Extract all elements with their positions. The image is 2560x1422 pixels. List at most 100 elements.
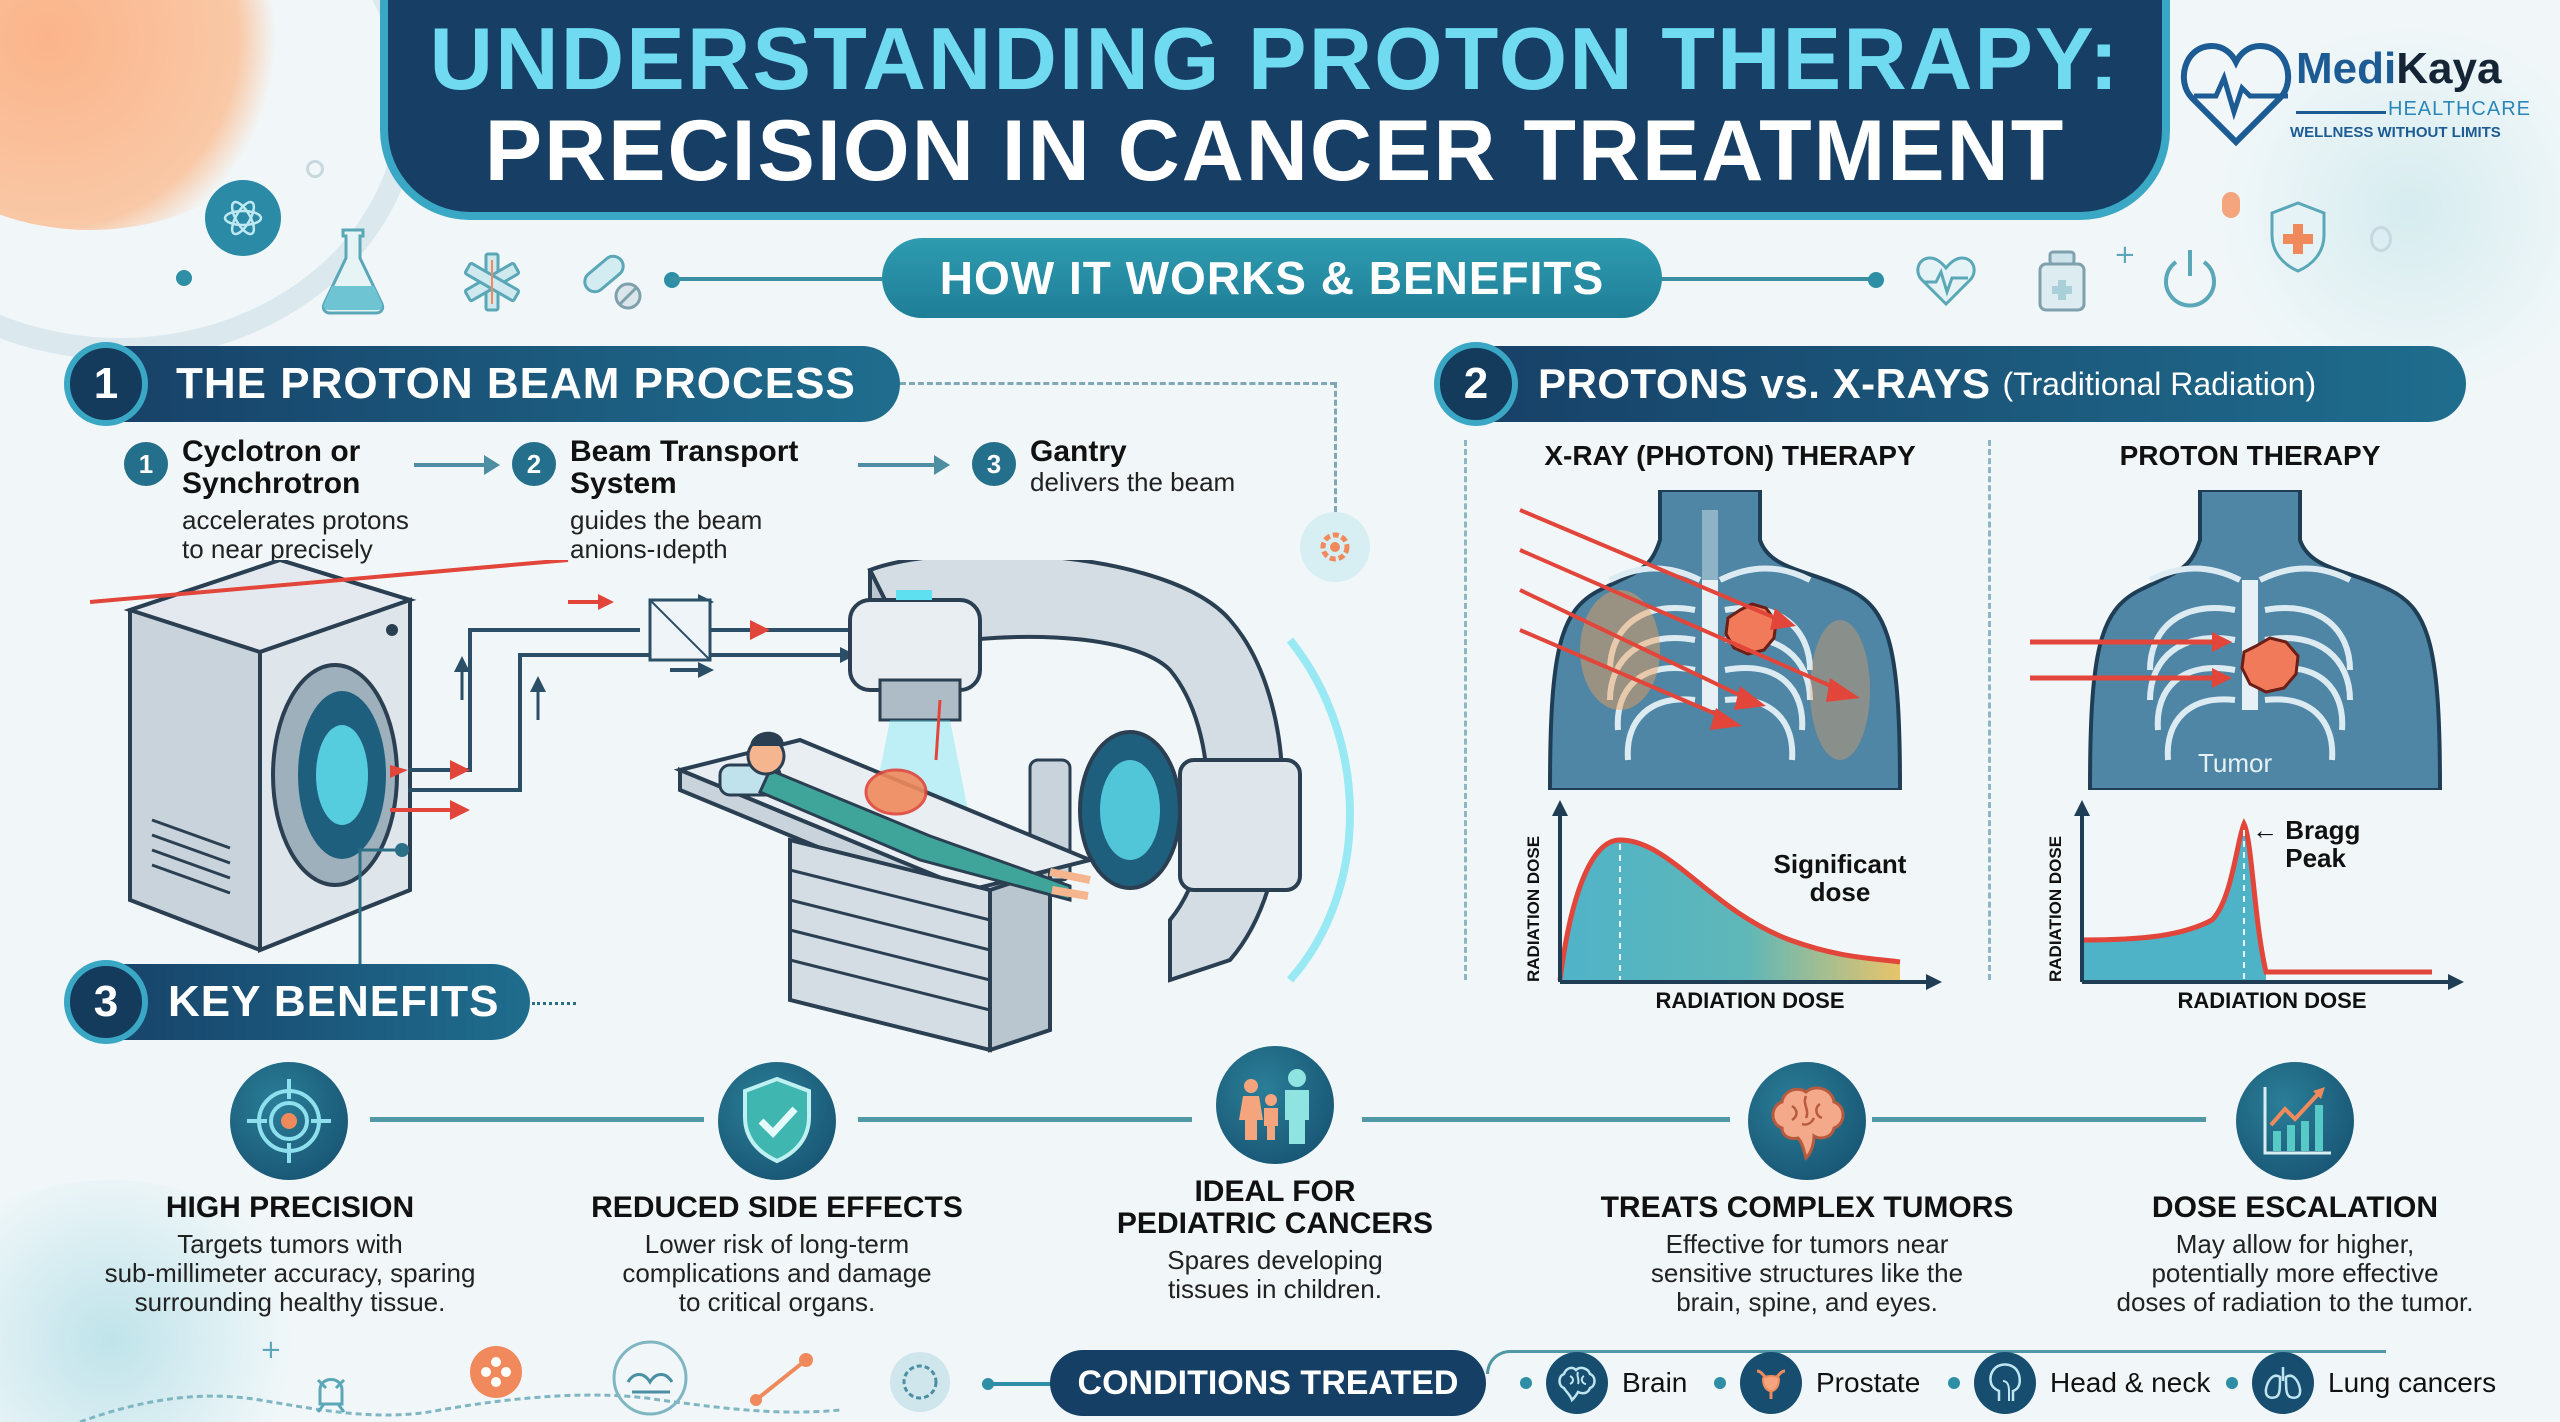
step1-title-2: Synchrotron	[182, 467, 361, 500]
benefit-dose-escalation: DOSE ESCALATION May allow for higher, po…	[2060, 1192, 2530, 1317]
logo-sub: HEALTHCARE	[2388, 98, 2531, 120]
patient-illustration	[746, 699, 1091, 902]
logo-name: MediKaya	[2296, 44, 2501, 94]
proton-torso-illustration	[2030, 490, 2443, 790]
compare-divider-mid	[1988, 440, 1991, 980]
bullet-dot	[1948, 1377, 1960, 1389]
decorative-network: +	[79, 1335, 1056, 1422]
step2: Beam Transport System guides the beam an…	[570, 436, 850, 564]
step3: Gantry delivers the beam	[1030, 436, 1310, 497]
benefit-desc-line: sensitive structures like the	[1650, 1258, 1964, 1288]
proton-chart-ylabel: RADIATION DOSE	[2046, 835, 2065, 982]
condition-head-neck: Head & neck	[1948, 1350, 2210, 1416]
condition-label: Lung cancers	[2328, 1367, 2497, 1398]
step1-desc-1: accelerates protons	[182, 505, 409, 535]
step1-title-1: Cyclotron or	[182, 435, 361, 468]
benefit-desc-line: potentially more effective	[2151, 1258, 2439, 1288]
bullet-dot	[1714, 1377, 1726, 1389]
proton-heading: PROTON THERAPY	[2119, 440, 2381, 471]
pills-icon	[578, 250, 648, 318]
subtitle-pill: HOW IT WORKS & BENEFITS	[882, 238, 1662, 318]
medical-star-icon	[460, 250, 524, 318]
shield-check-icon	[718, 1062, 836, 1180]
step-arrow-2	[858, 455, 950, 475]
power-icon	[2158, 246, 2222, 316]
benefit-title-1: IDEAL FOR	[1194, 1175, 1356, 1208]
benefit-connector	[370, 1117, 704, 1122]
benefit-title: DOSE ESCALATION	[2151, 1191, 2439, 1224]
step2-title-1: Beam Transport	[570, 435, 799, 468]
benefit-pediatric: IDEAL FOR PEDIATRIC CANCERS Spares devel…	[1060, 1176, 1490, 1304]
heart-pulse-icon	[1914, 252, 1978, 312]
brain-icon	[1546, 1352, 1608, 1414]
title-line-2: PRECISION IN CANCER TREATMENT	[484, 103, 2066, 199]
xray-dose-chart	[1552, 800, 1942, 990]
conditions-treated-pill: CONDITIONS TREATED	[1050, 1350, 1486, 1416]
condition-brain: Brain	[1520, 1350, 1687, 1416]
section1-number: 1	[64, 342, 148, 426]
benefit-desc-line: Lower risk of long-term	[644, 1229, 910, 1259]
benefit-desc-line: complications and damage	[622, 1258, 932, 1288]
benefit-connector	[1872, 1117, 2206, 1122]
brain-icon	[1748, 1062, 1866, 1180]
step2-desc-2: anions-ıdepth	[570, 534, 728, 564]
gear-icon	[1300, 512, 1370, 582]
benefit-desc-line: Effective for tumors near	[1665, 1229, 1949, 1259]
tumor-label: Tumor	[2198, 748, 2273, 778]
step3-number: 3	[972, 442, 1016, 486]
atom-icon	[205, 180, 281, 256]
svg-text:+: +	[260, 1335, 282, 1365]
step3-desc: delivers the beam	[1030, 467, 1236, 497]
decorative-orange-pill	[2222, 192, 2240, 218]
chart-growth-icon	[2236, 1062, 2354, 1180]
step1: Cyclotron or Synchrotron accelerates pro…	[182, 436, 442, 564]
decorative-right-blob	[2200, 30, 2560, 390]
step2-number: 2	[512, 442, 556, 486]
flask-icon	[318, 226, 388, 320]
family-icon	[1216, 1046, 1334, 1164]
benefit-desc-line: to critical organs.	[678, 1287, 876, 1317]
head-neck-icon	[1974, 1352, 2036, 1414]
benefit-desc-line: surrounding healthy tissue.	[134, 1287, 446, 1317]
medikaya-logo: MediKaya HEALTHCARE WELLNESS WITHOUT LIM…	[2178, 38, 2548, 158]
section2-title-suffix: (Traditional Radiation)	[2002, 365, 2317, 402]
bullet-dot	[1520, 1377, 1532, 1389]
benefit-title: HIGH PRECISION	[165, 1191, 415, 1224]
xray-heading: X-RAY (PHOTON) THERAPY	[1544, 440, 1916, 471]
decorative-circle	[2370, 226, 2392, 252]
benefit-desc-line: doses of radiation to the tumor.	[2116, 1287, 2474, 1317]
benefit-desc-line: tissues in children.	[1168, 1274, 1382, 1304]
condition-prostate: Prostate	[1714, 1350, 1920, 1416]
title-banner: UNDERSTANDING PROTON THERAPY: PRECISION …	[380, 0, 2170, 220]
subtitle-connector-right	[1660, 277, 1876, 281]
step2-title-2: System	[570, 467, 677, 500]
logo-name-part1: Medi	[2296, 44, 2397, 93]
section1-dashed-connector	[900, 382, 1336, 385]
proton-chart-annotation: ← Bragg Peak	[2252, 816, 2375, 872]
condition-lung: Lung cancers	[2226, 1350, 2496, 1416]
section2-title: PROTONS vs. X-RAYS	[1538, 360, 1991, 407]
step-arrow-1	[414, 455, 500, 475]
lungs-icon	[2252, 1352, 2314, 1414]
proton-chart-xlabel: RADIATION DOSE	[2177, 988, 2367, 1013]
section3-title: KEY BENEFITS	[168, 977, 500, 1026]
section3-header: 3 KEY BENEFITS	[64, 960, 530, 1044]
step1-desc-2: to near precisely	[182, 534, 373, 564]
compare-divider-left	[1464, 440, 1467, 980]
step1-number: 1	[124, 442, 168, 486]
section3-number: 3	[64, 960, 148, 1044]
subtitle-connector-left	[672, 277, 884, 281]
cyclotron-illustration	[123, 560, 417, 953]
prostate-icon	[1740, 1352, 1802, 1414]
decorative-circle	[306, 160, 324, 178]
section1-dashed-connector-v	[1334, 382, 1337, 512]
xray-torso-illustration	[1519, 490, 1903, 790]
section1-title: THE PROTON BEAM PROCESS	[176, 359, 856, 408]
benefit-title: REDUCED SIDE EFFECTS	[591, 1191, 963, 1224]
step2-desc-1: guides the beam	[570, 505, 763, 535]
benefit-title: TREATS COMPLEX TUMORS	[1600, 1191, 2014, 1224]
arrow-left-icon: ←	[2252, 815, 2278, 845]
proton-dose-chart	[2074, 800, 2464, 990]
benefit-desc-line: sub-millimeter accuracy, sparing	[104, 1258, 476, 1288]
step3-title: Gantry	[1030, 435, 1127, 468]
